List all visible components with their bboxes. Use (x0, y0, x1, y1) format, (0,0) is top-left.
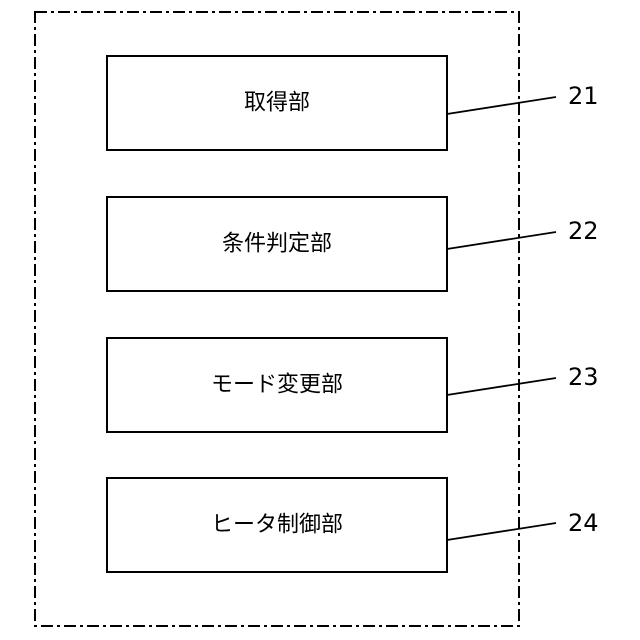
block-3-label: モード変更部 (211, 373, 343, 398)
block-2-label: 条件判定部 (222, 232, 332, 257)
block-1: 取得部 (107, 56, 447, 150)
ref-numeral-22: 22 (568, 217, 599, 245)
ref-numeral-21: 21 (568, 82, 599, 110)
block-2: 条件判定部 (107, 197, 447, 291)
leader-line-2 (447, 232, 556, 249)
leader-line-4 (447, 523, 556, 540)
ref-numeral-24: 24 (568, 509, 599, 537)
leader-line-3 (447, 378, 556, 395)
leader-line-1 (447, 97, 556, 114)
block-4-label: ヒータ制御部 (211, 513, 343, 538)
block-3: モード変更部 (107, 338, 447, 432)
ref-numeral-23: 23 (568, 363, 599, 391)
block-4: ヒータ制御部 (107, 478, 447, 572)
block-1-label: 取得部 (244, 91, 310, 116)
